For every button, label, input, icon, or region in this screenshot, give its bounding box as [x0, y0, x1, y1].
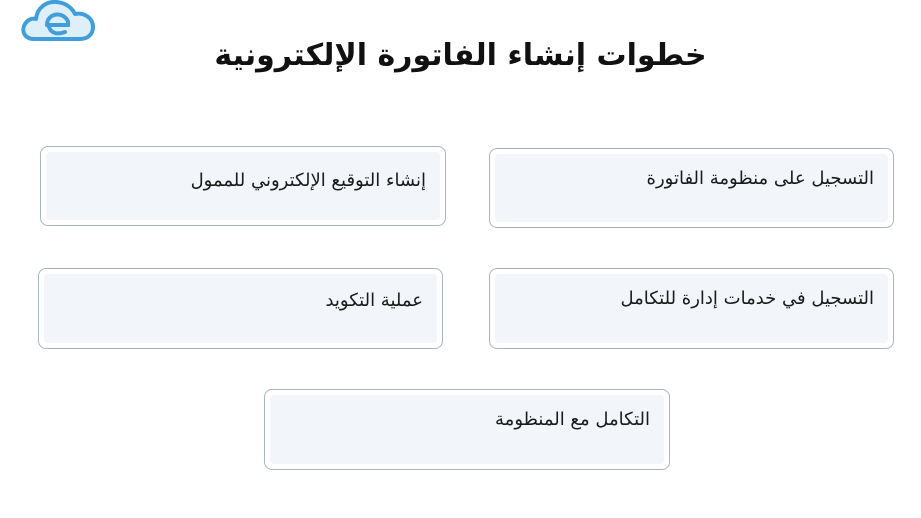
- step-label: التكامل مع المنظومة: [270, 395, 664, 464]
- step-label: التسجيل في خدمات إدارة للتكامل: [495, 274, 888, 343]
- step-card-create-e-signature: إنشاء التوقيع الإلكتروني للممول: [40, 146, 446, 226]
- page-title: خطوات إنشاء الفاتورة الإلكترونية: [214, 38, 707, 73]
- step-label: إنشاء التوقيع الإلكتروني للممول: [46, 152, 440, 220]
- step-card-coding-process: عملية التكويد: [38, 268, 443, 349]
- step-label: التسجيل على منظومة الفاتورة: [495, 154, 888, 222]
- step-card-register-invoice-system: التسجيل على منظومة الفاتورة: [489, 148, 894, 228]
- step-card-system-integration: التكامل مع المنظومة: [264, 389, 670, 470]
- step-label: عملية التكويد: [44, 274, 437, 343]
- step-card-register-integration-services: التسجيل في خدمات إدارة للتكامل: [489, 268, 894, 349]
- cloud-logo-icon: [20, 0, 96, 44]
